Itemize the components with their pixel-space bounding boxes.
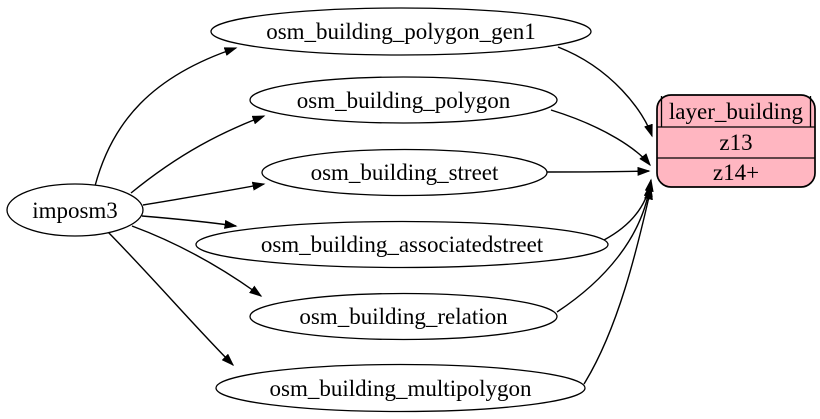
layer-building-row-z13: z13 bbox=[719, 130, 752, 155]
edge-imposm3-to-associatedstreet bbox=[141, 215, 238, 229]
street-ellipse bbox=[261, 148, 548, 197]
edge-multipolygon-to-layer-building-z14 bbox=[583, 186, 653, 385]
node-imposm3: imposm3 bbox=[6, 183, 144, 237]
node-osm-building-polygon-gen1: osm_building_polygon_gen1 bbox=[210, 7, 592, 56]
node-osm-building-associatedstreet: osm_building_associatedstreet bbox=[195, 220, 609, 269]
associatedstreet-ellipse bbox=[195, 220, 609, 269]
layer-building-box bbox=[656, 94, 816, 188]
edge-street-to-layer-building-z14 bbox=[546, 166, 651, 176]
polygon-gen1-label: osm_building_polygon_gen1 bbox=[266, 19, 536, 44]
node-osm-building-relation: osm_building_relation bbox=[249, 292, 558, 341]
edge-layer bbox=[94, 46, 654, 385]
node-osm-building-street: osm_building_street bbox=[261, 148, 548, 197]
node-osm-building-polygon: osm_building_polygon bbox=[249, 76, 558, 124]
edge-relation-to-layer-building-z14 bbox=[556, 183, 653, 313]
node-layer-building: layer_building z13 z14+ bbox=[656, 94, 816, 188]
edge-imposm3-to-relation bbox=[131, 225, 263, 297]
polygon-gen1-ellipse bbox=[210, 7, 592, 56]
edge-imposm3-to-multipolygon bbox=[107, 231, 235, 367]
edge-polygon-gen1-to-layer-building-z13 bbox=[557, 46, 653, 138]
imposm3-label: imposm3 bbox=[32, 198, 118, 223]
multipolygon-ellipse bbox=[215, 363, 586, 413]
edge-imposm3-to-polygon-gen1 bbox=[94, 47, 238, 187]
associatedstreet-label: osm_building_associatedstreet bbox=[261, 232, 544, 257]
polygon-ellipse bbox=[249, 76, 558, 124]
edge-imposm3-to-street bbox=[142, 181, 266, 206]
multipolygon-label: osm_building_multipolygon bbox=[270, 376, 532, 401]
street-label: osm_building_street bbox=[311, 160, 499, 185]
relation-label: osm_building_relation bbox=[299, 304, 508, 329]
edge-imposm3-to-polygon bbox=[130, 115, 266, 194]
polygon-label: osm_building_polygon bbox=[297, 88, 511, 113]
layer-building-row-z14: z14+ bbox=[713, 160, 759, 185]
edge-polygon-to-layer-building-z14 bbox=[550, 109, 651, 167]
relation-ellipse bbox=[249, 292, 558, 341]
node-osm-building-multipolygon: osm_building_multipolygon bbox=[215, 363, 586, 413]
layer-building-title: layer_building bbox=[669, 99, 804, 124]
imposm3-ellipse bbox=[6, 183, 144, 237]
